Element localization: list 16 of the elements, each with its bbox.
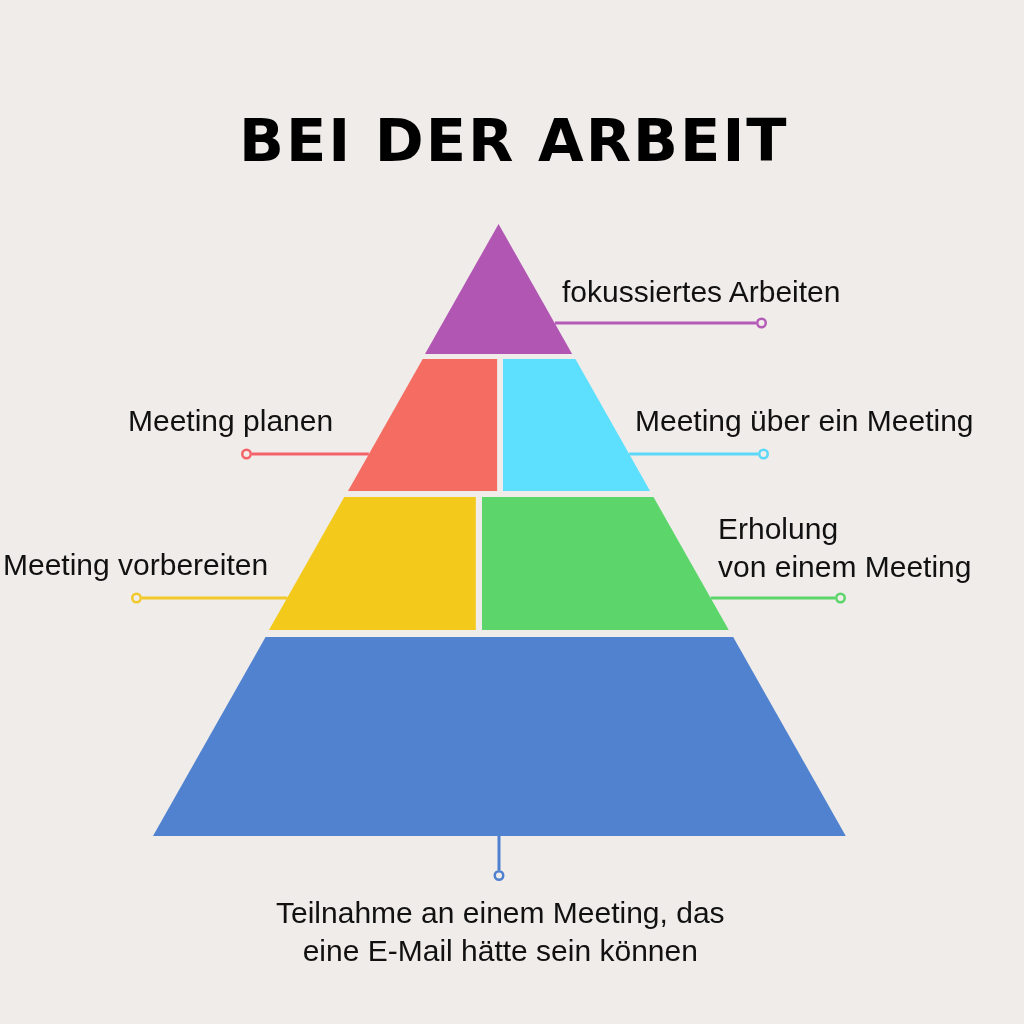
- tier-label: Erholung von einem Meeting: [718, 510, 972, 586]
- leader-line: [629, 448, 769, 460]
- diagram-title: BEI DER ARBEIT: [239, 106, 789, 176]
- pyramid-segment: [152, 637, 846, 836]
- tier-label: Meeting über ein Meeting: [635, 402, 974, 440]
- tier-label: Meeting vorbereiten: [3, 546, 269, 584]
- pyramid-segment: [269, 497, 476, 630]
- tier-label: fokussiertes Arbeiten: [562, 273, 841, 311]
- tier-label: Teilnahme an einem Meeting, das eine E-Mail hätte sein können: [276, 894, 725, 970]
- pyramid-segment: [347, 359, 497, 491]
- leader-line: [555, 317, 767, 329]
- leader-line: [131, 592, 288, 604]
- leader-line: [710, 592, 846, 604]
- leader-line: [493, 836, 505, 881]
- tier-label: Meeting planen: [128, 402, 334, 440]
- leader-line: [241, 448, 369, 460]
